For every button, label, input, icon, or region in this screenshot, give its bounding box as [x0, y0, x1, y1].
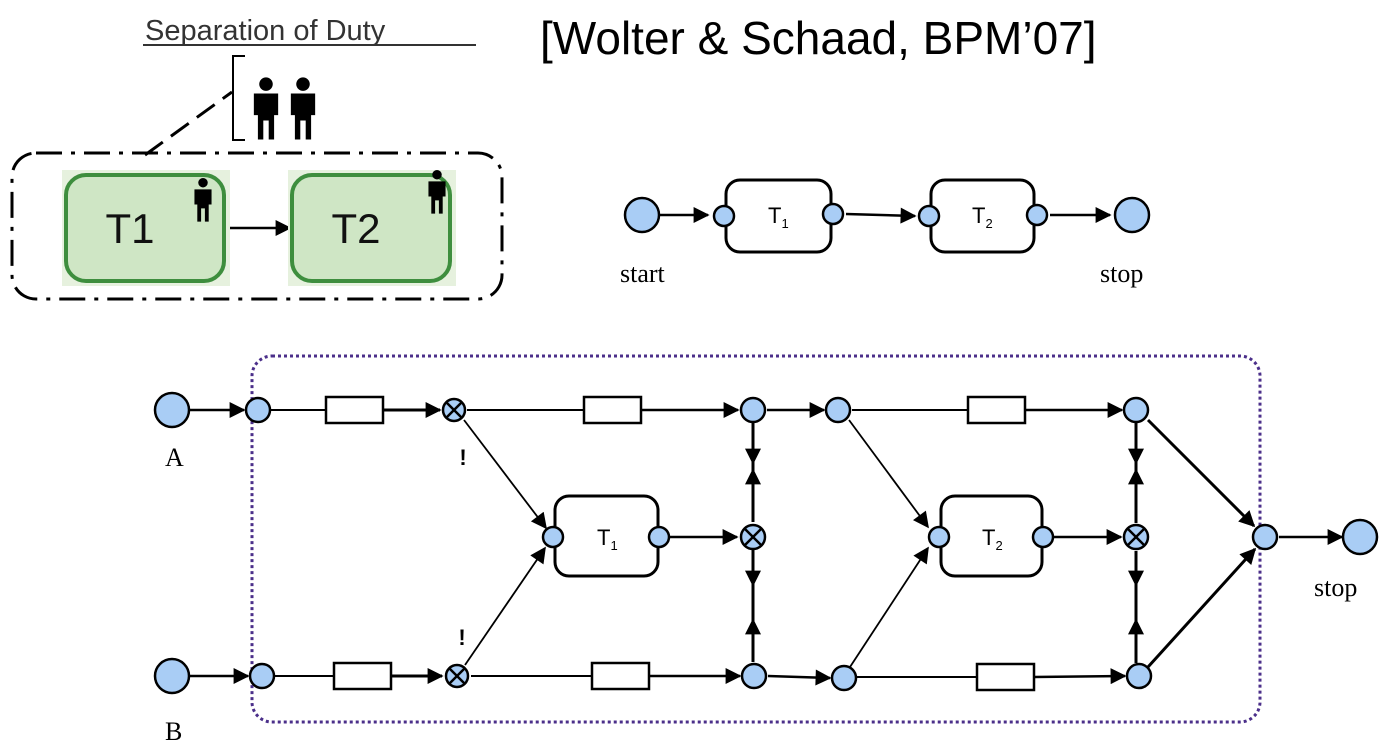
start-label: start [620, 259, 666, 288]
constraint-mark-top: ! [459, 445, 466, 470]
xor-place-middle-1 [739, 523, 767, 551]
sod-task-t2 [290, 173, 452, 283]
arc [849, 546, 929, 668]
output-port [647, 525, 671, 549]
place-b [153, 657, 191, 695]
output-port [1025, 203, 1049, 227]
sod-boundary [10, 151, 504, 301]
sod-task-t2-label: T2 [331, 205, 380, 252]
place [1125, 662, 1153, 690]
input-port [917, 204, 941, 228]
arc [767, 669, 832, 686]
start-place [623, 196, 661, 234]
transition-box [332, 661, 393, 691]
label-a: A [165, 443, 184, 472]
place [740, 662, 768, 690]
xor-place-bottom [444, 663, 470, 689]
place [1251, 523, 1279, 551]
label-b: B [165, 717, 182, 746]
place-a [153, 391, 191, 429]
two-persons-icon [253, 77, 316, 140]
arc [1033, 668, 1127, 685]
output-port [821, 202, 845, 226]
arc [848, 419, 929, 529]
place [1122, 396, 1150, 424]
small-workflow-net: T1 T2 start stop [620, 178, 1151, 288]
task-t1-label: T1 [597, 525, 618, 553]
task-t1-label: T1 [768, 203, 789, 231]
transition-box [966, 395, 1027, 425]
constraint-bracket [232, 55, 245, 141]
xor-place-middle-2 [1122, 523, 1150, 551]
separation-of-duty-panel: Separation of Duty T1 T2 [10, 15, 504, 301]
sod-title: Separation of Duty [145, 15, 386, 47]
constraint-mark-bottom: ! [458, 625, 465, 650]
constraint-connector [144, 90, 233, 157]
transition-box [324, 395, 385, 425]
transition-box [582, 395, 643, 425]
stop-label: stop [1314, 573, 1357, 602]
arc [463, 419, 547, 530]
task-t2-label: T2 [972, 203, 993, 231]
stop-label: stop [1100, 259, 1143, 288]
task-t2-label: T2 [982, 525, 1003, 553]
transition-box [975, 662, 1036, 692]
arc [1146, 547, 1257, 669]
place [244, 396, 272, 424]
place [739, 396, 767, 424]
place [248, 662, 276, 690]
large-workflow-net: T1 T2 [153, 354, 1379, 746]
place [824, 396, 852, 424]
arc [464, 546, 546, 666]
arc [1146, 418, 1256, 528]
output-port [1031, 525, 1055, 549]
stop-place [1113, 196, 1151, 234]
transition-box [590, 661, 651, 691]
sod-task-t1 [64, 173, 226, 283]
input-port [712, 204, 736, 228]
place [830, 664, 858, 692]
input-port [541, 525, 565, 549]
xor-place-top [441, 397, 467, 423]
arc [845, 207, 917, 224]
citation: [Wolter & Schaad, BPM’07] [540, 12, 1097, 64]
stop-place [1341, 518, 1379, 556]
input-port [927, 525, 951, 549]
sod-task-t1-label: T1 [105, 205, 154, 252]
